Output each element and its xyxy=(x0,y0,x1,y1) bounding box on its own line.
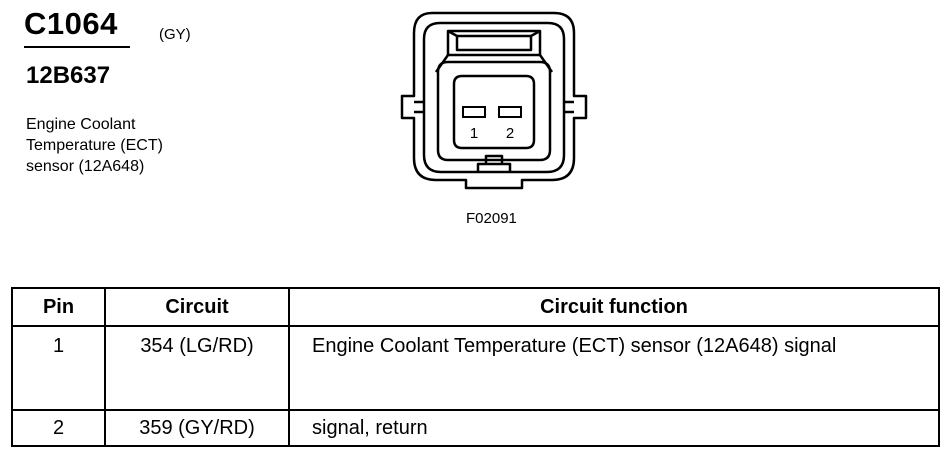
pin-2-label: 2 xyxy=(506,125,514,142)
pin-cavity xyxy=(452,74,536,150)
part-number: 12B637 xyxy=(26,62,111,89)
latch-tab xyxy=(446,29,542,57)
connector-face-diagram: 1 2 xyxy=(400,11,588,190)
pinout-table: Pin Circuit Circuit function 1 354 (LG/R… xyxy=(11,287,940,447)
description-line: Temperature (ECT) xyxy=(26,137,163,154)
table-row: 1 354 (LG/RD) Engine Coolant Temperature… xyxy=(11,325,940,411)
circuit-code: 354 (LG/RD) xyxy=(104,325,290,411)
column-header-function: Circuit function xyxy=(288,287,940,327)
pin-number: 2 xyxy=(11,409,106,447)
title-underline xyxy=(24,46,130,48)
table-row: 2 359 (GY/RD) signal, return xyxy=(11,409,940,447)
pin-2-terminal xyxy=(498,106,522,118)
column-header-pin: Pin xyxy=(11,287,106,327)
description-line: Engine Coolant xyxy=(26,116,136,133)
pin-number: 1 xyxy=(11,325,106,411)
table-header-row: Pin Circuit Circuit function xyxy=(11,287,940,327)
component-description: Engine Coolant Temperature (ECT) sensor … xyxy=(26,114,216,177)
figure-number: F02091 xyxy=(466,210,517,227)
connector-outer-shell xyxy=(400,11,588,190)
circuit-code: 359 (GY/RD) xyxy=(104,409,290,447)
description-line: sensor (12A648) xyxy=(26,158,145,175)
connector-id: C1064 xyxy=(24,6,118,41)
connector-inner-shell xyxy=(422,21,566,174)
pin-1-label: 1 xyxy=(470,125,478,142)
circuit-function: Engine Coolant Temperature (ECT) sensor … xyxy=(288,325,940,411)
circuit-function: signal, return xyxy=(288,409,940,447)
pin-1-terminal xyxy=(462,106,486,118)
color-code: (GY) xyxy=(159,26,191,43)
polarizing-key xyxy=(476,162,512,172)
column-header-circuit: Circuit xyxy=(104,287,290,327)
connector-seal xyxy=(436,60,552,162)
